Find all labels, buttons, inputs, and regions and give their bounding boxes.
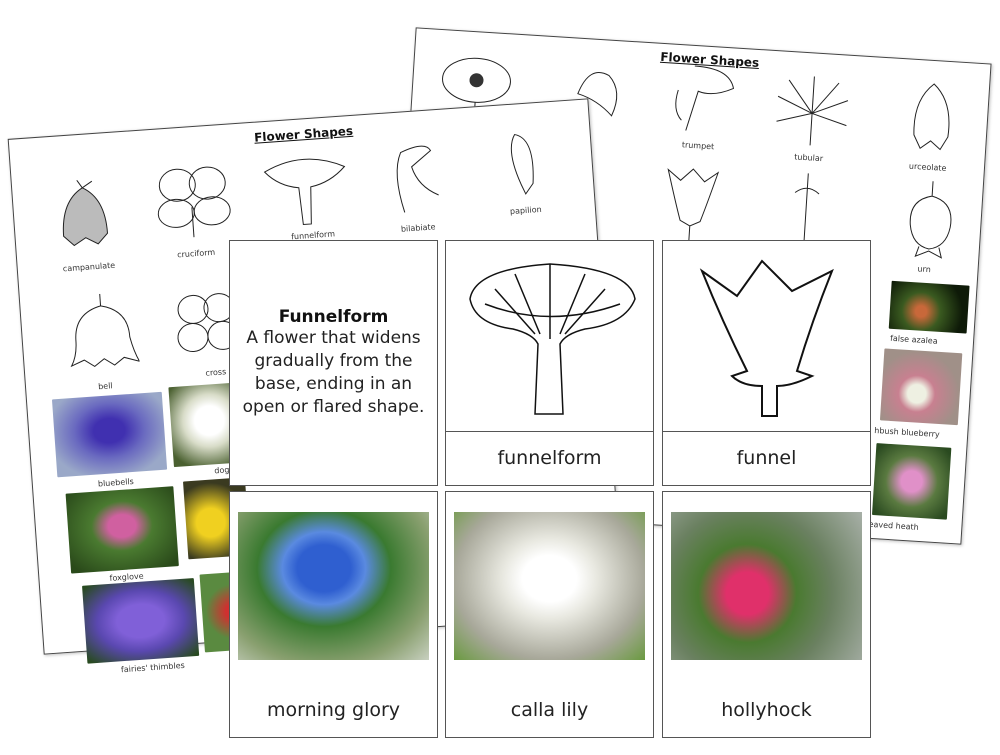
cross-outline-small — [177, 293, 239, 352]
label-campanulate: campanulate — [62, 260, 116, 274]
calla-lily-label: calla lily — [510, 698, 589, 721]
label-cross: cross — [205, 367, 227, 378]
trumpet-drawing — [675, 65, 735, 131]
label-fairies-thimbles: fairies' thimbles — [120, 660, 186, 675]
definition-card[interactable]: Funnelform A flower that widens graduall… — [229, 240, 438, 486]
definition-title: Funnelform — [278, 307, 389, 327]
funnel-outline-icon — [699, 259, 834, 417]
label-tubular: tubular — [794, 152, 824, 164]
photo-blueberry — [879, 348, 963, 426]
label-bilabiate: bilabiate — [400, 222, 436, 234]
bell-outline-small — [70, 293, 141, 368]
hollyhock-label: hollyhock — [721, 698, 812, 721]
urceolate-drawing — [913, 83, 950, 151]
label-bluebells: bluebells — [97, 476, 135, 489]
bilabiate-drawing — [396, 145, 439, 213]
label-bell: bell — [97, 381, 113, 392]
funnelform-label: funnelform — [497, 446, 602, 469]
label-papilion: papilion — [509, 204, 542, 217]
back-sheet: Flower Shapes trumpet tubular urceolate … — [385, 27, 992, 545]
tubular-outline-back — [794, 173, 820, 249]
morning-glory-card[interactable]: morning glory — [229, 491, 438, 738]
label-urceolate: urceolate — [908, 161, 947, 173]
label-leaved-heath: leaved heath — [866, 519, 920, 532]
bell-outline-back — [667, 168, 720, 241]
photo-bluebells — [51, 391, 168, 478]
funnelform-picture-card[interactable]: funnelform — [445, 240, 654, 486]
funnel-outline-area — [663, 241, 870, 432]
photo-fairies-thimbles — [82, 578, 200, 664]
photo-heath — [871, 443, 952, 520]
front-sheet: Flower Shapes campanulate cruciform funn… — [7, 98, 625, 674]
label-highbush-blueberry: hbush blueberry — [874, 425, 940, 440]
hollyhock-photo — [671, 512, 862, 660]
cruciform-drawing — [157, 166, 231, 238]
papilion-drawing — [510, 134, 534, 195]
morning-glory-photo — [238, 512, 429, 660]
campanulate-drawing — [62, 179, 109, 247]
label-trumpet: trumpet — [681, 140, 715, 152]
funnelform-drawing-icon — [468, 262, 636, 415]
calla-lily-photo — [454, 512, 645, 660]
front-sheet-title: Flower Shapes — [253, 123, 354, 145]
urn-outline — [909, 181, 952, 259]
morning-glory-label: morning glory — [266, 698, 401, 721]
poppy-drawing — [442, 57, 511, 113]
tubular-drawing — [776, 76, 849, 146]
funnelform-drawing-small — [263, 158, 346, 226]
calla-lily-card[interactable]: calla lily — [445, 491, 654, 738]
label-urn: urn — [917, 264, 932, 275]
photo-foxglove — [65, 486, 179, 574]
funnelform-drawing-area — [446, 241, 653, 432]
hollyhock-card[interactable]: hollyhock — [662, 491, 871, 738]
definition-text: A flower that widens gradually from the … — [242, 328, 425, 417]
funnel-label: funnel — [736, 446, 797, 469]
papilion-drawing-back — [577, 72, 618, 117]
funnel-outline-card[interactable]: funnel — [662, 240, 871, 486]
label-false-azalea: false azalea — [889, 333, 938, 346]
label-cruciform: cruciform — [176, 247, 216, 260]
photo-false-azalea — [888, 280, 970, 334]
